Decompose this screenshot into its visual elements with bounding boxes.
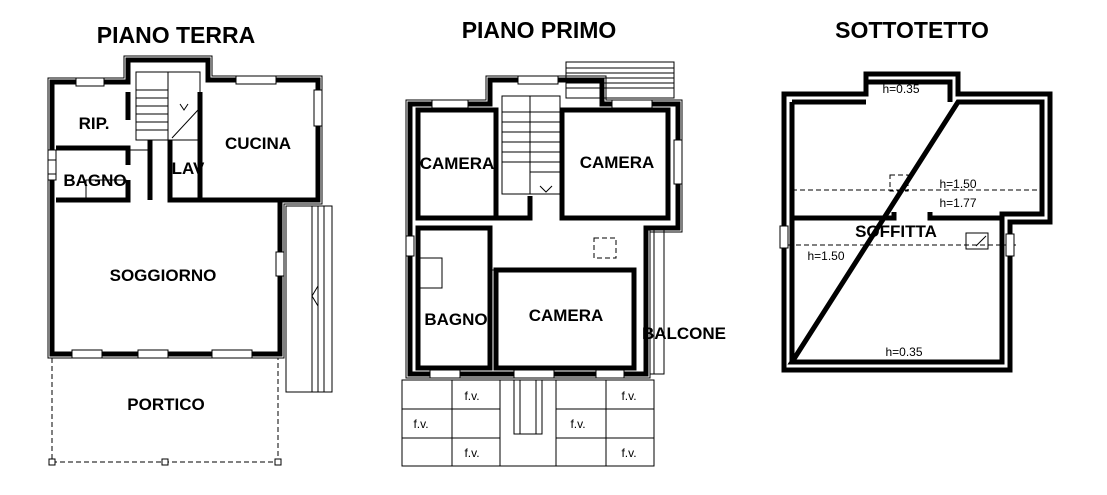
attic-outer-wall bbox=[781, 71, 1053, 373]
ground-window bbox=[235, 75, 277, 85]
ground-window bbox=[47, 159, 57, 175]
first-outer-wall-line bbox=[405, 75, 683, 379]
attic-height-mid2: h=1.77 bbox=[939, 196, 976, 210]
fv-label: f.v. bbox=[413, 417, 428, 431]
first-floor-plan: PIANO PRIMO bbox=[401, 17, 726, 467]
fv-label: f.v. bbox=[464, 389, 479, 403]
first-window bbox=[405, 235, 415, 257]
ground-window bbox=[75, 77, 105, 87]
ground-outer-wall bbox=[49, 57, 321, 357]
ground-external-ramp bbox=[285, 205, 333, 393]
first-window bbox=[513, 369, 555, 379]
ground-lav-wall bbox=[167, 92, 203, 203]
attic-height-left: h=1.50 bbox=[807, 249, 844, 263]
fv-label: f.v. bbox=[570, 417, 585, 431]
attic-height-top: h=0.35 bbox=[882, 82, 919, 96]
first-balcone bbox=[649, 229, 665, 375]
ground-bagno-label: BAGNO bbox=[63, 171, 126, 190]
attic-divider-right bbox=[927, 212, 1002, 221]
attic-title: SOTTOTETTO bbox=[835, 17, 989, 43]
ground-window bbox=[275, 251, 285, 277]
first-outer-wall bbox=[407, 77, 681, 377]
attic-divider-left bbox=[792, 212, 897, 221]
first-bagno-label: BAGNO bbox=[424, 310, 487, 329]
ground-floor-title: PIANO TERRA bbox=[97, 22, 255, 48]
ground-outer-wall-line bbox=[47, 55, 323, 359]
first-fv-grid bbox=[401, 379, 655, 467]
attic-hatch bbox=[889, 174, 909, 192]
first-camera-right-label: CAMERA bbox=[580, 153, 655, 172]
fv-label: f.v. bbox=[464, 446, 479, 460]
ground-rip-wall bbox=[56, 145, 131, 165]
first-camera-right-wall bbox=[559, 107, 671, 221]
ground-window bbox=[313, 89, 323, 127]
first-camera-bottom-wall bbox=[493, 267, 637, 371]
ground-window bbox=[211, 349, 253, 359]
first-hatch bbox=[593, 237, 617, 259]
ground-portico-label: PORTICO bbox=[127, 395, 204, 414]
ground-stair bbox=[135, 71, 201, 141]
first-window bbox=[673, 139, 683, 185]
attic-skylight bbox=[965, 232, 989, 250]
first-window bbox=[595, 369, 625, 379]
first-window bbox=[517, 75, 559, 85]
first-camera-bottom-label: CAMERA bbox=[529, 306, 604, 325]
attic-window bbox=[1005, 233, 1015, 257]
first-stair-wall bbox=[496, 196, 533, 221]
first-stair bbox=[501, 95, 561, 195]
fv-label: f.v. bbox=[621, 389, 636, 403]
attic-height-mid1: h=1.50 bbox=[939, 177, 976, 191]
ground-bagno-wall bbox=[56, 180, 131, 203]
first-window bbox=[431, 99, 469, 109]
ground-window bbox=[137, 349, 169, 359]
ground-lav-label: LAV bbox=[172, 159, 205, 178]
ground-soggiorno-label: SOGGIORNO bbox=[110, 266, 217, 285]
ground-bathtub bbox=[85, 179, 127, 199]
attic-height-bottom: h=0.35 bbox=[885, 345, 922, 359]
first-bathtub bbox=[419, 257, 443, 289]
first-top-balcony bbox=[565, 61, 675, 99]
first-window bbox=[429, 369, 461, 379]
ground-window bbox=[71, 349, 103, 359]
fv-label: f.v. bbox=[621, 446, 636, 460]
ground-cucina-label: CUCINA bbox=[225, 134, 291, 153]
ground-rip-label: RIP. bbox=[79, 114, 110, 133]
attic-window bbox=[779, 225, 789, 249]
attic-soffitta-label: SOFFITTA bbox=[855, 222, 937, 241]
first-camera-left-label: CAMERA bbox=[420, 154, 495, 173]
first-balcone-label: BALCONE bbox=[642, 324, 726, 343]
first-floor-title: PIANO PRIMO bbox=[462, 17, 617, 43]
attic-top-inner-wall bbox=[866, 79, 953, 102]
attic-plan: SOTTOTETTO h=0.35 h=1.50 h=1.77 SOFFITTA… bbox=[779, 17, 1053, 373]
first-window bbox=[611, 99, 653, 109]
first-bagno-wall bbox=[415, 225, 493, 371]
ground-floor-plan: PIANO TERRA bbox=[47, 22, 333, 466]
